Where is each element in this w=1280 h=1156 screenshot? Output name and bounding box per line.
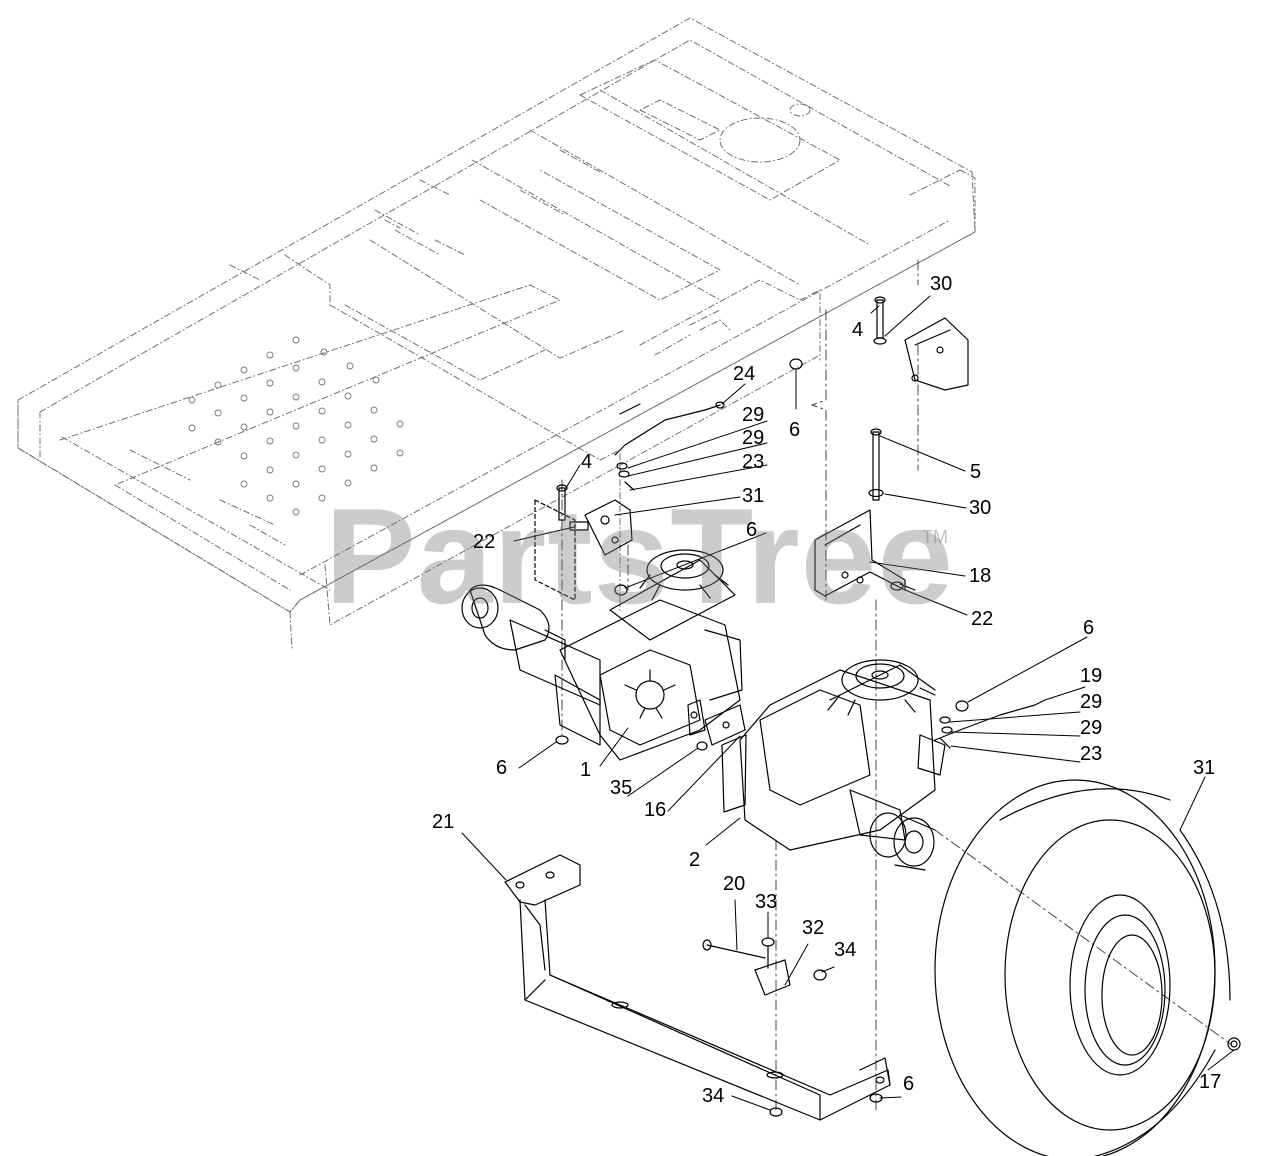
callout-21: 21 xyxy=(432,811,455,833)
alignment-lines xyxy=(561,259,1233,1111)
callout-22: 22 xyxy=(473,531,496,553)
callout-16: 31 xyxy=(1193,757,1216,779)
callout-6: 6 xyxy=(1083,617,1095,639)
callout-4: 4 xyxy=(852,319,864,341)
callout-23: 23 xyxy=(1080,743,1103,765)
callout-23: 23 xyxy=(742,451,765,473)
callout-31: 31 xyxy=(742,485,765,507)
callout-29: 29 xyxy=(1080,717,1103,739)
callout-6: 6 xyxy=(746,519,758,541)
callout-30: 30 xyxy=(969,497,992,519)
watermark: PartsTree xyxy=(325,480,954,632)
callout-32: 32 xyxy=(802,917,825,939)
control-rod-19 xyxy=(934,699,1046,741)
callout-22: 22 xyxy=(971,608,994,630)
leader-lines xyxy=(461,295,1235,1111)
right-transaxle xyxy=(704,659,946,871)
left-transaxle xyxy=(461,499,743,761)
callout-35: 35 xyxy=(610,777,633,799)
callout-2: 2 xyxy=(689,849,701,871)
callout-6: 6 xyxy=(496,757,508,779)
callout-20: 20 xyxy=(723,873,746,895)
callout-29: 29 xyxy=(742,404,765,426)
callout-29: 29 xyxy=(1080,691,1103,713)
callout-33: 33 xyxy=(755,891,778,913)
callout-6: 6 xyxy=(903,1073,915,1095)
tire-16 xyxy=(934,779,1241,1156)
control-rod-24 xyxy=(614,401,725,456)
foot-plate-holes xyxy=(188,336,404,516)
callout-6: 6 xyxy=(789,419,801,441)
callout-31: 16 xyxy=(644,799,667,821)
callout-30: 30 xyxy=(930,273,953,295)
cross-support-21 xyxy=(504,854,891,1121)
callout-29: 29 xyxy=(742,427,765,449)
trademark-symbol: TM xyxy=(922,527,948,547)
hardware-parts xyxy=(555,296,969,1117)
callout-17: 17 xyxy=(1199,1071,1222,1093)
callout-1: 1 xyxy=(580,759,592,781)
callout-18: 18 xyxy=(969,565,992,587)
callout-4: 4 xyxy=(581,451,593,473)
callout-34: 34 xyxy=(834,939,857,961)
callout-24: 24 xyxy=(733,363,756,385)
callout-5: 5 xyxy=(970,461,982,483)
callout-19: 19 xyxy=(1080,665,1103,687)
bracket-upper-right xyxy=(904,317,969,391)
callout-34: 34 xyxy=(702,1085,725,1107)
